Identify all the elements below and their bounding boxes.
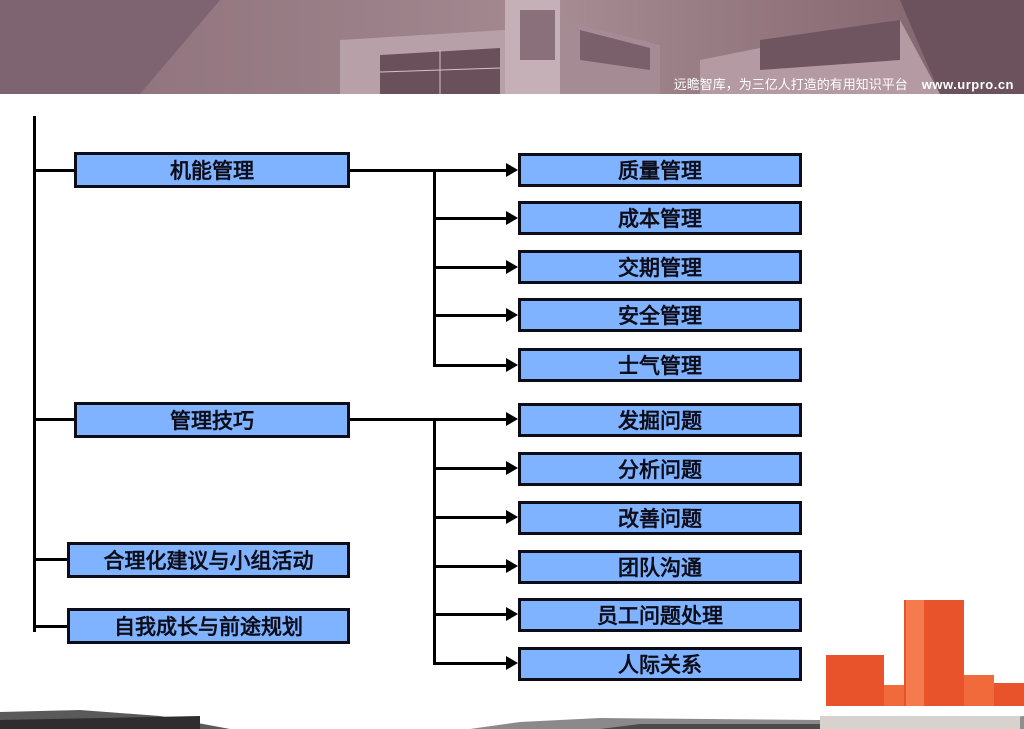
node-label: 人际关系 (618, 653, 702, 677)
node-label: 分析问题 (618, 458, 702, 482)
arrow-head (506, 163, 518, 177)
node-morale-management[interactable]: 士气管理 (518, 348, 802, 382)
node-analyze-problems[interactable]: 分析问题 (518, 452, 802, 486)
node-label: 交期管理 (618, 256, 702, 280)
node-label: 自我成长与前途规划 (114, 615, 303, 639)
node-label: 员工问题处理 (597, 604, 723, 628)
node-team-communication[interactable]: 团队沟通 (518, 550, 802, 584)
node-management-skills[interactable]: 管理技巧 (74, 402, 350, 438)
branch-1-horizontal (350, 169, 435, 172)
node-rationalization-suggestions[interactable]: 合理化建议与小组活动 (67, 542, 350, 578)
node-label: 质量管理 (618, 159, 702, 183)
slogan-text: 远瞻智库，为三亿人打造的有用知识平台 (673, 78, 908, 93)
arrow-head (506, 308, 518, 322)
arrow-head (506, 559, 518, 573)
building-photo (0, 0, 1024, 94)
site-url[interactable]: www.urpro.cn (921, 77, 1014, 92)
branch-1-arrow-line-3 (433, 266, 508, 269)
branch-1-arrow-line-5 (433, 364, 508, 367)
node-function-management[interactable]: 机能管理 (74, 152, 350, 188)
node-label: 团队沟通 (618, 556, 702, 580)
arrow-head (506, 510, 518, 524)
arrow-head (506, 607, 518, 621)
connector-l1-3 (33, 558, 68, 561)
node-discover-problems[interactable]: 发掘问题 (518, 403, 802, 437)
node-interpersonal-relations[interactable]: 人际关系 (518, 647, 802, 681)
node-label: 发掘问题 (618, 409, 702, 433)
node-safety-management[interactable]: 安全管理 (518, 298, 802, 332)
node-label: 管理技巧 (170, 409, 254, 433)
branch-1-arrow-line-4 (433, 314, 508, 317)
connector-l1-4 (33, 625, 68, 628)
branch-2-arrow-line-3 (433, 516, 508, 519)
connector-l1-2 (33, 418, 75, 421)
node-self-growth-planning[interactable]: 自我成长与前途规划 (67, 608, 350, 644)
branch-2-horizontal (350, 418, 435, 421)
arrow-head (506, 412, 518, 426)
arrow-head (506, 260, 518, 274)
header-photo-banner: 远瞻智库，为三亿人打造的有用知识平台 www.urpro.cn (0, 0, 1024, 94)
node-employee-issue-handling[interactable]: 员工问题处理 (518, 598, 802, 632)
branch-2-arrow-line-4 (433, 565, 508, 568)
branch-2-vertical (433, 418, 436, 665)
arrow-head (506, 211, 518, 225)
branch-2-arrow-line-6 (433, 662, 508, 665)
branch-2-arrow-line-5 (433, 613, 508, 616)
node-label: 机能管理 (170, 159, 254, 183)
trunk-line (33, 116, 36, 632)
node-delivery-management[interactable]: 交期管理 (518, 250, 802, 284)
footer-photo-strip (0, 706, 1024, 729)
node-label: 成本管理 (618, 207, 702, 231)
node-label: 改善问题 (618, 507, 702, 531)
node-quality-management[interactable]: 质量管理 (518, 153, 802, 187)
node-label: 士气管理 (618, 354, 702, 378)
branch-1-arrow-line-2 (433, 217, 508, 220)
node-improve-problems[interactable]: 改善问题 (518, 501, 802, 535)
arrow-head (506, 358, 518, 372)
arrow-head (506, 656, 518, 670)
node-cost-management[interactable]: 成本管理 (518, 201, 802, 235)
header-slogan: 远瞻智库，为三亿人打造的有用知识平台 www.urpro.cn (674, 74, 1014, 93)
branch-1-arrow-line-1 (433, 169, 508, 172)
branch-2-arrow-line-1 (433, 418, 508, 421)
node-label: 合理化建议与小组活动 (103, 549, 314, 573)
branch-2-arrow-line-2 (433, 467, 508, 470)
arrow-head (506, 461, 518, 475)
connector-l1-1 (33, 169, 75, 172)
node-label: 安全管理 (618, 304, 702, 328)
